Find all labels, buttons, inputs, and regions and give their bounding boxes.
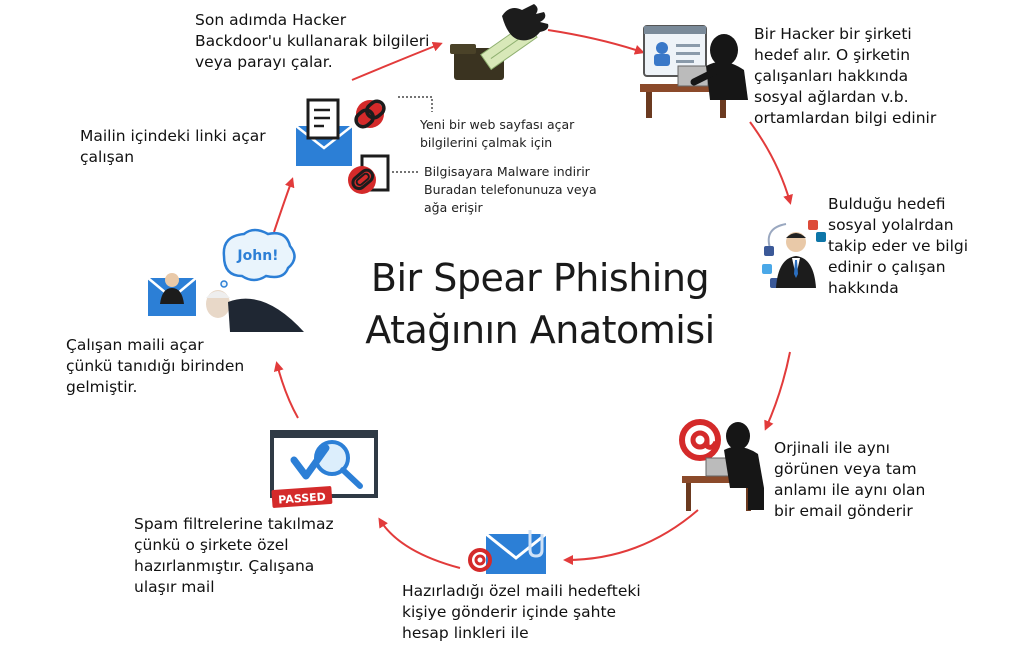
note-malware: Bilgisayara Malware indirir Buradan tele… xyxy=(424,164,597,215)
step-3-text: Orjinali ile aynı görünen veya tam anlam… xyxy=(774,439,926,520)
title-line-2: Atağının Anatomisi xyxy=(365,308,715,352)
step-5-text: Spam filtrelerine takılmaz çünkü o şirke… xyxy=(134,515,334,596)
step-7-text: Mailin içindeki linki açar çalışan xyxy=(80,127,266,166)
arrow-8-to-1 xyxy=(547,29,645,55)
bubble-text: John! xyxy=(236,248,278,264)
arrow-2-to-3 xyxy=(764,351,791,431)
arrow-7-to-8 xyxy=(351,41,443,81)
arrow-4-to-5 xyxy=(378,517,461,569)
step-2-text: Bulduğu hedefi sosyal yolalrdan takip ed… xyxy=(828,195,969,297)
email-attachment-icon xyxy=(468,530,547,574)
diagram-title: Bir Spear Phishing Atağının Anatomisi xyxy=(300,252,780,356)
step-6-text: Çalışan maili açar çünkü tanıdığı birind… xyxy=(66,336,245,396)
step-4-text: Hazırladığı özel maili hedefteki kişiye … xyxy=(402,582,641,642)
hacker-email-icon xyxy=(679,419,764,511)
arrow-5-to-6 xyxy=(273,361,299,419)
spam-filter-passed-icon: PASSED xyxy=(270,430,378,508)
step-1-text: Bir Hacker bir şirketi hedef alır. O şir… xyxy=(754,25,937,127)
note-new-webpage: Yeni bir web sayfası açar bilgilerini ça… xyxy=(420,117,575,150)
leader-link xyxy=(398,96,433,112)
hacker-at-desk-icon xyxy=(640,25,748,118)
title-line-1: Bir Spear Phishing xyxy=(370,256,710,300)
arrow-1-to-2 xyxy=(749,121,793,205)
arrow-3-to-4 xyxy=(563,509,699,565)
hacker-hand-money-icon xyxy=(450,4,549,80)
arrow-6-to-7 xyxy=(273,177,295,233)
step-8-text: Son adımda Hacker Backdoor'u kullanarak … xyxy=(195,11,430,71)
employee-opens-mail-icon: John! xyxy=(147,228,304,332)
target-employee-social-icon xyxy=(762,220,826,288)
passed-stamp-text: PASSED xyxy=(278,490,326,506)
phishing-link-mail-icon xyxy=(295,98,386,166)
malware-attachment-icon xyxy=(348,154,390,194)
